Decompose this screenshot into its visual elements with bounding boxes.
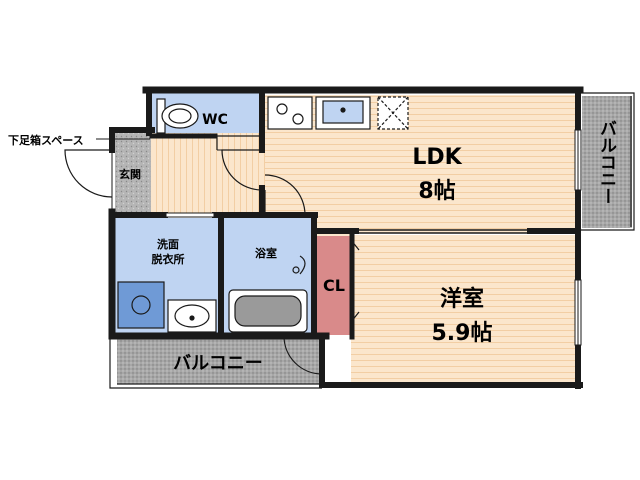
balcony-bottom-floor [117,338,321,384]
senmen-label-1: 洗面 [157,237,179,251]
yoshitsu-size-label: 5.9帖 [432,321,493,346]
genkan-label: 玄関 [119,167,141,181]
vanity-icon [167,299,217,333]
washing-machine-icon [117,281,165,329]
balcony-bottom-label: バルコニー [173,353,263,374]
genkan-floor [115,133,151,216]
ldk-floor [262,95,576,233]
closet-floor [316,235,351,335]
yoshitsu-name-label: 洋室 [440,286,484,312]
yoshitsu-floor [351,235,576,383]
senmen-label-2: 脱衣所 [152,252,185,266]
toilet-icon [156,98,199,134]
stove-icon [267,96,313,130]
doors [64,135,360,375]
bathtub-icon [228,255,308,333]
balcony-right-floor [582,96,632,228]
balcony-outlines [109,92,635,389]
windows [574,129,582,346]
fridge-space-icon [377,96,409,130]
closet-label: CL [323,276,345,295]
balcony-right-label: バルコニー [596,119,617,204]
corridor-floor [150,133,265,216]
geta-space-label: 下足箱スペース [8,133,84,147]
wc-label: WC [202,112,228,128]
ldk-name-label: LDK [412,145,462,170]
bath-label: 浴室 [255,246,277,260]
ldk-size-label: 8帖 [418,179,455,204]
sink-icon [315,96,371,130]
